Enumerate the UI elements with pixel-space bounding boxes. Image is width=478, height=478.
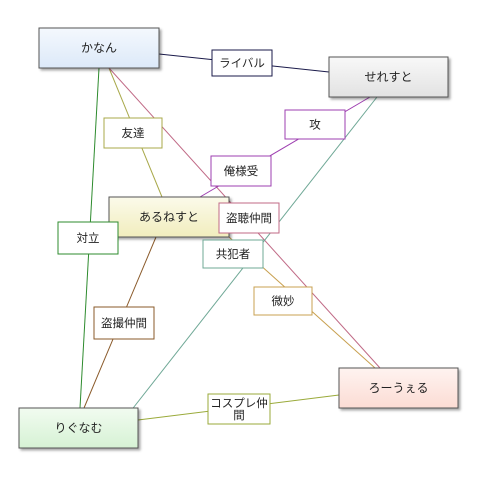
free-label-0[interactable]: 攻 bbox=[284, 109, 346, 140]
free-label-text: 攻 bbox=[309, 118, 321, 132]
edge-label-text: 共犯者 bbox=[216, 247, 251, 261]
node-label-rigunamu: りぐなむ bbox=[54, 421, 102, 435]
edge-label-text: 間 bbox=[233, 408, 245, 422]
edge-label-text: コスプレ仲 bbox=[210, 396, 268, 410]
edge-label-kanan-rigunamu[interactable]: 対立 bbox=[57, 221, 119, 255]
edge-label-box bbox=[211, 49, 273, 77]
edge-label-text: 盗聴仲間 bbox=[226, 211, 272, 225]
node-aruneisuto[interactable]: あるねすと bbox=[108, 196, 230, 238]
edge-label-text: 友達 bbox=[122, 126, 145, 140]
edge-label-aruneisuto-seresuto[interactable]: 俺様受 bbox=[210, 155, 272, 187]
edge-label-aruneisuto-roueru[interactable]: 微妙 bbox=[253, 286, 313, 316]
node-box-rigunamu bbox=[18, 407, 139, 449]
edge-label-text: 対立 bbox=[77, 231, 100, 245]
node-label-aruneisuto: あるねすと bbox=[139, 210, 199, 224]
edge-label-box bbox=[103, 117, 163, 149]
node-rigunamu[interactable]: りぐなむ bbox=[18, 407, 139, 449]
edge-label-aruneisuto-rigunamu[interactable]: 盗撮仲間 bbox=[93, 306, 155, 340]
node-label-seresuto: せれすと bbox=[364, 70, 412, 84]
node-box-roueru bbox=[338, 367, 459, 409]
edge-label-text: 微妙 bbox=[272, 294, 295, 308]
edge-label-box bbox=[207, 393, 271, 425]
node-seresuto[interactable]: せれすと bbox=[328, 56, 449, 98]
edge-label-box bbox=[218, 202, 280, 234]
edge-label-box bbox=[57, 221, 119, 255]
node-roueru[interactable]: ろーうぇる bbox=[338, 367, 459, 409]
edge-label-box bbox=[253, 286, 313, 316]
node-box-kanan bbox=[38, 27, 160, 69]
node-kanan[interactable]: かなん bbox=[38, 27, 160, 69]
free-label-box bbox=[284, 109, 346, 140]
edge-label-text: ライバル bbox=[219, 56, 265, 70]
edge-label-kanan-seresuto[interactable]: ライバル bbox=[211, 49, 273, 77]
node-label-roueru: ろーうぇる bbox=[368, 381, 428, 395]
edge-label-text: 俺様受 bbox=[224, 164, 259, 178]
edge-label-text: 盗撮仲間 bbox=[101, 316, 147, 330]
edge-label-rigunamu-seresuto[interactable]: 共犯者 bbox=[202, 239, 264, 269]
edge-label-box bbox=[93, 306, 155, 340]
node-label-kanan: かなん bbox=[81, 41, 117, 55]
edge-label-kanan-roueru[interactable]: 盗聴仲間 bbox=[218, 202, 280, 234]
node-box-seresuto bbox=[328, 56, 449, 98]
edge-label-box bbox=[202, 239, 264, 269]
edge-label-box bbox=[210, 155, 272, 187]
edge-label-kanan-aruneisuto[interactable]: 友達 bbox=[103, 117, 163, 149]
